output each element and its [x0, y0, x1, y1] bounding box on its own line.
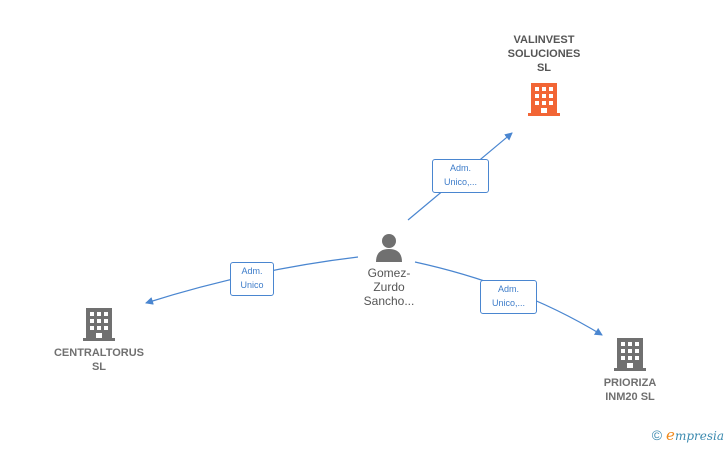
company-name-valinvest: VALINVEST SOLUCIONES SL [507, 34, 581, 74]
edge-label-centraltorus[interactable]: Adm. Unico [230, 262, 274, 296]
company-node-centraltorus[interactable]: CENTRALTORUS SL [44, 306, 154, 374]
building-icon [83, 308, 115, 341]
person-name: Gomez- Zurdo Sancho... [363, 266, 415, 308]
brand-logo-initial: e [666, 426, 675, 444]
company-node-prioriza[interactable]: PRIORIZA INM20 SL [580, 336, 680, 404]
person-icon [376, 234, 402, 262]
edge-label-prioriza[interactable]: Adm. Unico,... [480, 280, 537, 314]
person-node-gomez-zurdo[interactable]: Gomez- Zurdo Sancho... [344, 232, 434, 308]
building-icon [614, 338, 646, 371]
company-node-valinvest[interactable]: VALINVEST SOLUCIONES SL [494, 33, 594, 117]
copyright-symbol: © [651, 427, 663, 443]
brand-logo-text: mpresia [674, 429, 724, 443]
edge-label-valinvest[interactable]: Adm. Unico,... [432, 159, 489, 193]
brand-watermark: ©empresia [652, 426, 724, 444]
building-icon [528, 83, 560, 116]
company-name-centraltorus: CENTRALTORUS SL [53, 347, 145, 373]
company-name-prioriza: PRIORIZA INM20 SL [603, 377, 657, 403]
